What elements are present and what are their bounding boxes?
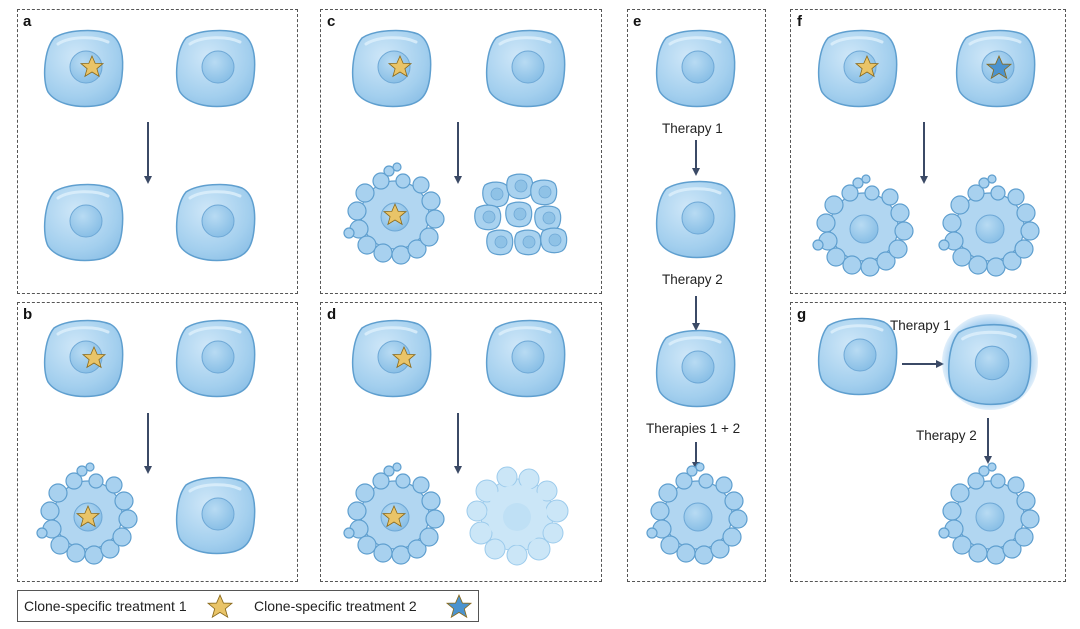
dying-cell-clone1 [812,174,914,277]
cell-clone1 [351,319,433,398]
cell-clone2 [485,29,567,108]
cell-clone1 [351,29,433,108]
panel-a [17,9,298,294]
panel-g-diagram [817,314,1040,565]
panel-e-diagram [646,29,748,565]
cell-initial [817,317,899,396]
cell-clone2-after [175,183,257,262]
cell-clone2-survives [175,476,257,555]
panel-b [17,302,298,582]
panel-label-c: c [327,13,336,30]
therapy-2-label: Therapy 2 [662,272,723,287]
panel-d-diagram [343,319,569,566]
panel-d [320,302,602,582]
dead-cell-clone2 [466,466,569,566]
legend-item-2-label: Clone-specific treatment 2 [254,598,417,614]
legend-item-1-label: Clone-specific treatment 1 [24,598,187,614]
cell-clone1-after [43,183,125,262]
g-therapy-1-label: Therapy 1 [890,318,951,333]
panel-e [627,9,766,582]
panel-c [320,9,602,294]
panel-label-d: d [327,306,337,323]
dying-cell [938,462,1040,565]
cell-primed [947,323,1033,406]
legend: Clone-specific treatment 1 Clone-specifi… [17,590,479,622]
proliferating-cluster [474,173,568,256]
g-therapy-2-label: Therapy 2 [916,428,977,443]
panel-label-g: g [797,306,807,323]
panel-f-diagram [812,29,1040,277]
cell-clone2 [175,29,257,108]
panel-c-diagram [343,29,568,265]
panel-label-f: f [797,13,802,30]
panel-g [790,302,1066,582]
cell-clone1 [43,319,125,398]
panel-label-b: b [23,306,33,323]
dying-cell-clone2 [938,174,1040,277]
panel-a-diagram [43,29,257,262]
panel-label-a: a [23,13,32,30]
therapy-1-label: Therapy 1 [662,121,723,136]
dying-cell-combination [646,462,748,565]
cell-clone1 [43,29,125,108]
panel-label-e: e [633,13,642,30]
cell-clone2 [175,319,257,398]
cell-clone1 [817,29,899,108]
cell-clone2 [485,319,567,398]
panel-f [790,9,1066,294]
cell-after-therapy1 [655,180,737,259]
cell-initial [655,29,737,108]
cell-after-therapy2 [655,329,737,408]
therapies-combined-label: Therapies 1 + 2 [646,421,741,436]
panel-b-diagram [36,319,257,565]
